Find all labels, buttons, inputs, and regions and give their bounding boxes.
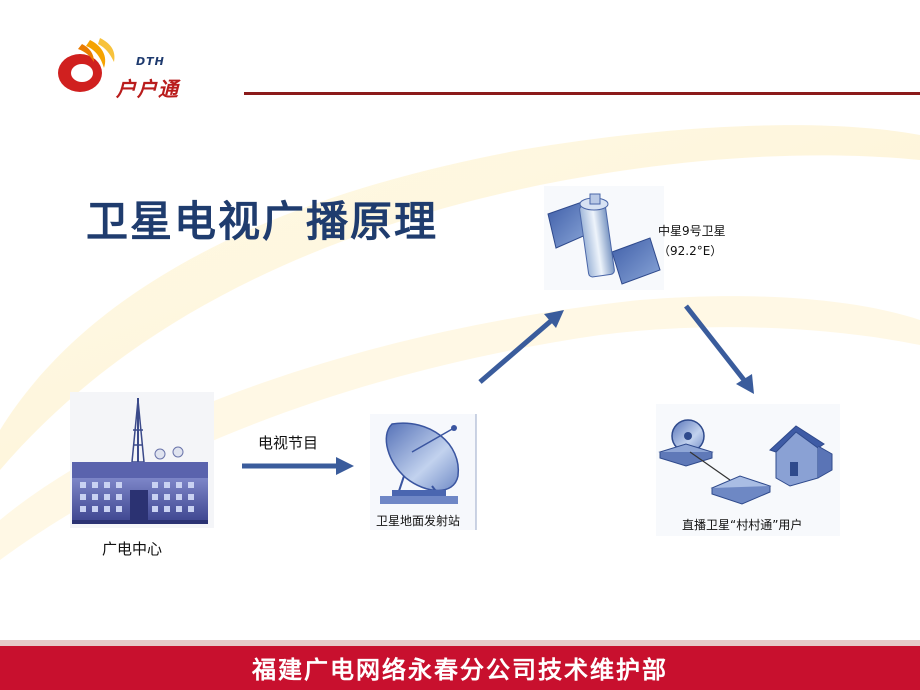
label-satellite-position: （92.2°E） [658,244,723,258]
user-station-icon [656,404,840,536]
footer-bar [0,646,920,690]
satellite-icon [544,186,664,290]
footer-text: 福建广电网络永春分公司技术维护部 [252,656,668,684]
footer-shade [0,640,920,648]
label-program-feed: 电视节目 [258,434,319,452]
slide-title: 卫星电视广播原理 [86,197,439,246]
label-uplink-station: 卫星地面发射站 [376,514,461,528]
logo-brand-text: 户户通 [116,77,179,101]
arrow-program-feed [242,457,354,475]
dth-logo-icon [58,38,115,92]
arrow-uplink [478,310,564,384]
logo-dth-text: DTH [136,55,165,68]
broadcast-center-icon [70,392,214,528]
label-users: 直播卫星“村村通”用户 [682,518,803,532]
label-broadcast-center: 广电中心 [102,540,163,558]
arrow-downlink [684,304,754,394]
label-satellite-name: 中星9号卫星 [658,224,726,238]
uplink-dish-icon [370,414,477,530]
header-rule [244,92,920,95]
